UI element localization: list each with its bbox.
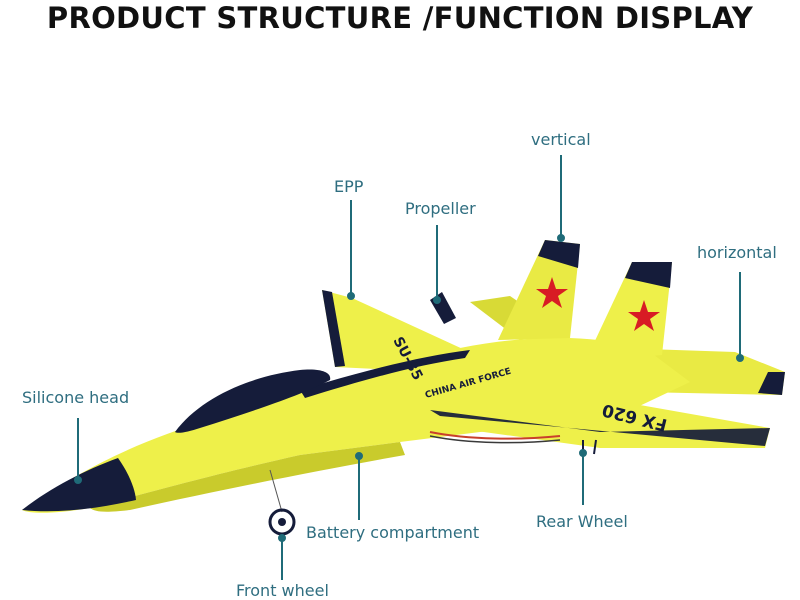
- callout-front-wheel: Front wheel: [236, 581, 329, 600]
- page-title: PRODUCT STRUCTURE /FUNCTION DISPLAY: [46, 1, 754, 35]
- callout-silicone-head: Silicone head: [22, 388, 130, 407]
- right-wing-edge: [430, 410, 770, 446]
- callout-epp: EPP: [334, 177, 364, 196]
- vertical-fin-left-tip: [538, 240, 580, 268]
- fuselage: [22, 337, 690, 513]
- leader-lines: [74, 155, 744, 580]
- nose-cone: [22, 458, 136, 512]
- callout-vertical: vertical: [531, 130, 591, 149]
- canopy: [175, 369, 331, 433]
- vertical-fin-right-tip: [625, 262, 672, 288]
- horizontal-stabilizer-tip: [758, 372, 785, 395]
- side-stripe: [300, 350, 470, 398]
- propeller-blade: [430, 292, 456, 324]
- callout-battery: Battery compartment: [306, 523, 480, 542]
- callout-propeller: Propeller: [405, 199, 476, 218]
- star-emblem-right: [628, 300, 660, 331]
- fuselage-underside: [90, 442, 405, 512]
- callout-rear-wheel: Rear Wheel: [536, 512, 628, 531]
- star-emblem-left: [536, 277, 568, 308]
- battery-wire: [429, 431, 561, 440]
- left-wing-edge: [322, 290, 345, 367]
- left-wing: [322, 290, 478, 372]
- callout-horizontal: horizontal: [697, 243, 777, 262]
